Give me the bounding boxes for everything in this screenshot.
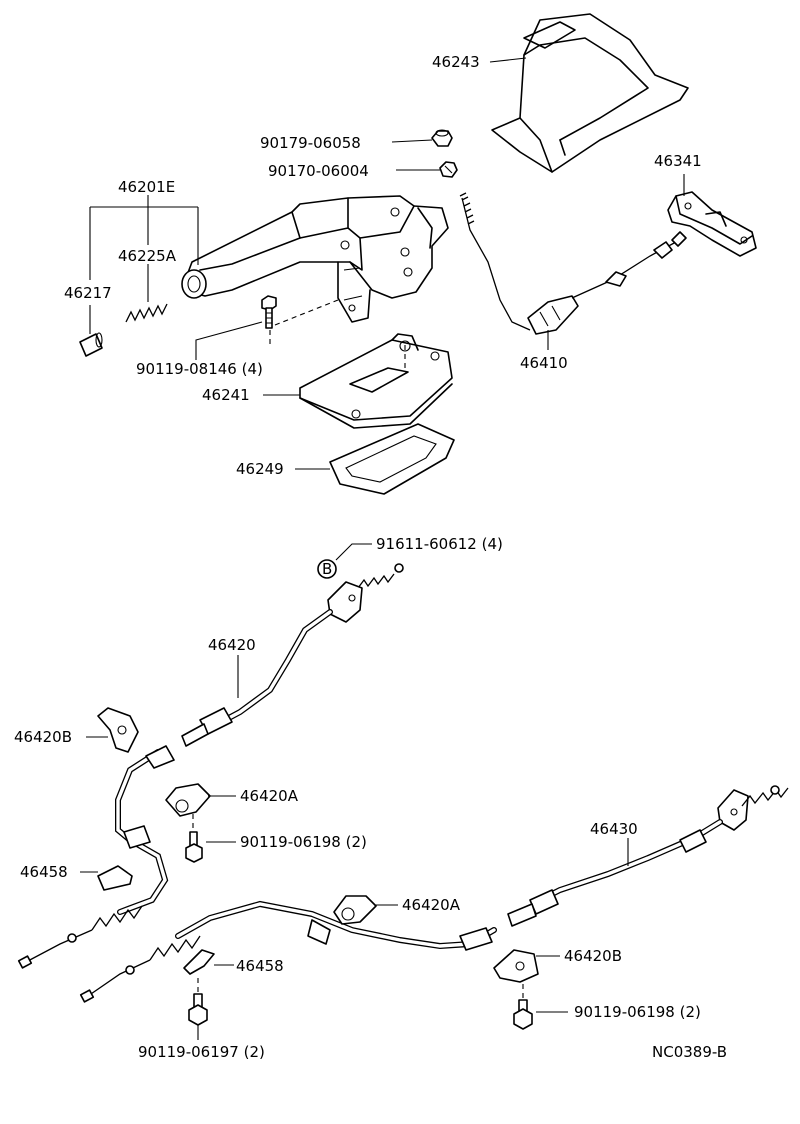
label-46225A: 46225A — [118, 247, 177, 265]
diagram-code: NC0389-B — [652, 1043, 727, 1061]
clip-46420B-left — [86, 707, 139, 753]
clip-46420A-right — [333, 895, 398, 925]
clip-46420B-right — [493, 949, 560, 983]
bolt-90119-06198-right — [513, 984, 568, 1030]
label-46420A-right: 46420A — [402, 896, 461, 914]
rear-cable-46420 — [17, 581, 363, 969]
bracket-46341 — [667, 174, 757, 257]
label-90170-06004: 90170-06004 — [268, 162, 369, 180]
label-b-mark: B — [322, 560, 332, 578]
label-46420: 46420 — [208, 636, 256, 654]
lever-boot-cover-46243 — [491, 13, 689, 173]
label-90119-08146: 90119-08146 (4) — [136, 360, 263, 378]
label-46458-left: 46458 — [20, 863, 68, 881]
cap-46217 — [79, 305, 103, 357]
label-46420A-left: 46420A — [240, 787, 299, 805]
lever-base-plate-46241 — [263, 333, 453, 429]
front-cable-46410 — [459, 192, 687, 350]
label-46241: 46241 — [202, 386, 250, 404]
label-46420B-left: 46420B — [14, 728, 72, 746]
rear-cable-46430 — [79, 785, 789, 1003]
bolt-91611-60612 — [317, 543, 404, 589]
label-90119-06198-left: 90119-06198 (2) — [240, 833, 367, 851]
clip-46420A-left — [165, 783, 236, 817]
label-90179-06058: 90179-06058 — [260, 134, 361, 152]
label-46243: 46243 — [432, 53, 480, 71]
insulator-46458-left — [80, 865, 133, 891]
nut-90179-06058 — [431, 129, 453, 147]
label-46201E: 46201E — [118, 178, 175, 196]
label-46217: 46217 — [64, 284, 112, 302]
label-46341: 46341 — [654, 152, 702, 170]
spring-46225A — [125, 264, 168, 323]
upper-leaders — [391, 57, 527, 171]
bolt-90119-06197 — [188, 978, 208, 1040]
label-46249: 46249 — [236, 460, 284, 478]
parking-brake-lever-46201E — [181, 195, 449, 323]
bolt-90119-08146 — [195, 295, 339, 360]
label-46420B-right: 46420B — [564, 947, 622, 965]
label-46458-right: 46458 — [236, 957, 284, 975]
label-91611-60612: 91611-60612 (4) — [376, 535, 503, 553]
label-90119-06197: 90119-06197 (2) — [138, 1043, 265, 1061]
leader-46201E — [89, 195, 199, 280]
gasket-46249 — [295, 423, 455, 495]
label-46430: 46430 — [590, 820, 638, 838]
label-90119-06198-right: 90119-06198 (2) — [574, 1003, 701, 1021]
label-46410: 46410 — [520, 354, 568, 372]
washer-90170-06004 — [439, 161, 458, 178]
bolt-90119-06198-left — [185, 814, 236, 863]
insulator-46458-right — [183, 949, 234, 975]
